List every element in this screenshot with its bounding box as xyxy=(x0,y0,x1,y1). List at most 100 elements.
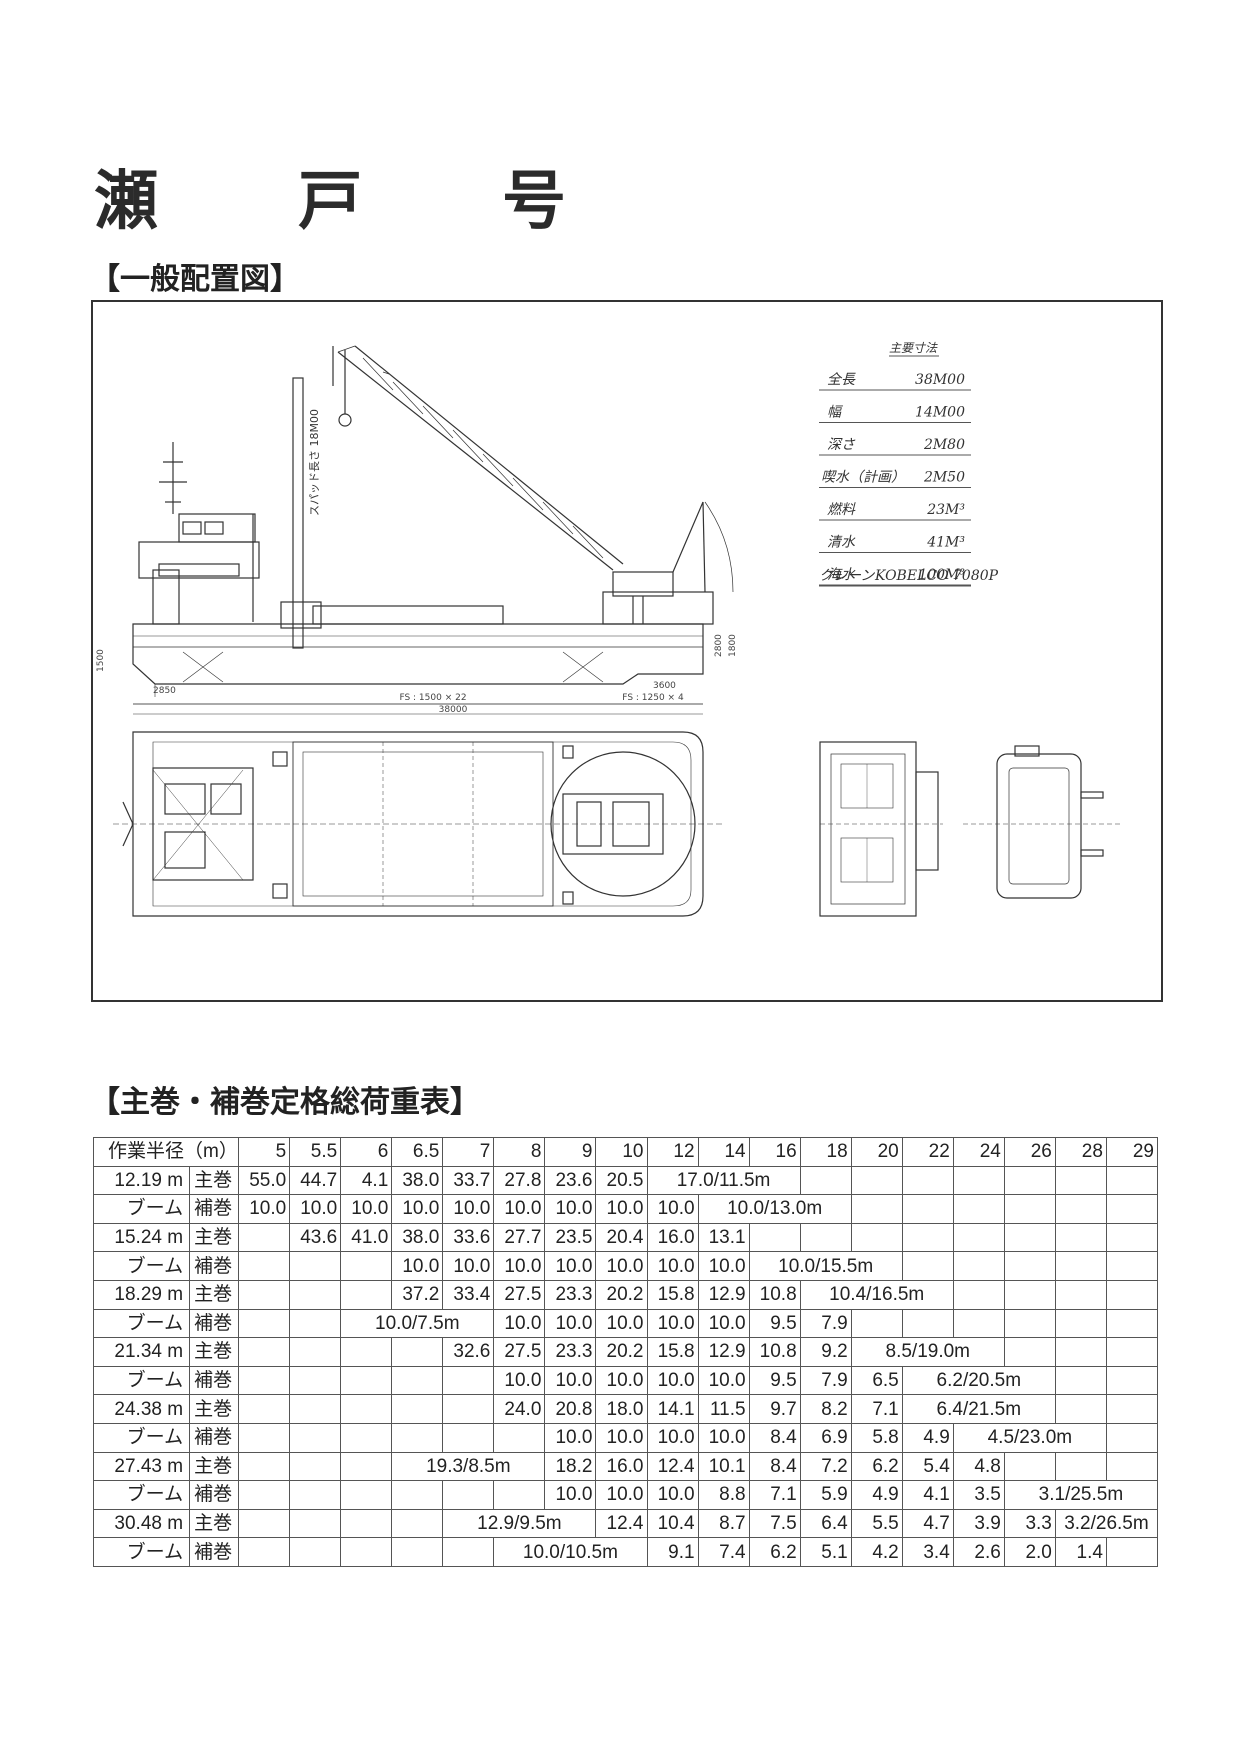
load-cell: 10.8 xyxy=(748,1337,801,1367)
load-cell: 8.2 xyxy=(799,1394,852,1424)
radius-header: 10 xyxy=(595,1137,648,1167)
load-cell xyxy=(1054,1279,1107,1310)
load-cell: 6.4/21.5m xyxy=(901,1394,1056,1424)
load-cell xyxy=(442,1365,495,1396)
boom-length-label: 15.24 m xyxy=(92,1222,191,1253)
hoist-kind-label: 主巻 xyxy=(189,1451,240,1482)
load-cell: 3.4 xyxy=(901,1537,954,1567)
load-cell xyxy=(340,1480,393,1510)
load-cell: 41.0 xyxy=(340,1222,393,1253)
load-cell xyxy=(391,1508,444,1539)
load-cell: 12.4 xyxy=(646,1451,699,1482)
load-cell xyxy=(340,1422,393,1453)
load-cell xyxy=(1105,1394,1159,1424)
load-cell: 10.0 xyxy=(697,1251,750,1281)
load-cell: 43.6 xyxy=(289,1222,342,1253)
load-cell xyxy=(1003,1165,1056,1196)
load-cell xyxy=(340,1337,393,1367)
load-cell xyxy=(1003,1251,1056,1281)
load-cell xyxy=(901,1251,954,1281)
load-cell xyxy=(493,1422,546,1453)
load-cell xyxy=(442,1394,495,1424)
section-heading-table: 【主巻・補巻定格総荷重表】 xyxy=(90,1085,480,1120)
load-cell xyxy=(1105,1365,1159,1396)
load-cell: 8.5/19.0m xyxy=(850,1337,1005,1367)
dim-label: 燃料 xyxy=(827,502,856,518)
load-cell: 7.2 xyxy=(799,1451,852,1482)
load-cell xyxy=(1054,1337,1107,1367)
load-cell xyxy=(238,1365,291,1396)
boom-length-label: ブーム xyxy=(92,1308,191,1339)
hoist-kind-label: 主巻 xyxy=(189,1279,240,1310)
load-cell: 23.5 xyxy=(544,1222,597,1253)
hoist-kind-label: 補巻 xyxy=(189,1251,240,1281)
load-cell: 1.4 xyxy=(1054,1537,1107,1567)
load-cell: 23.3 xyxy=(544,1279,597,1310)
dim-value: 2M80 xyxy=(923,437,965,453)
boom-length-label: 12.19 m xyxy=(92,1165,191,1196)
load-cell: 10.0 xyxy=(646,1480,699,1510)
load-cell xyxy=(238,1537,291,1567)
load-cell xyxy=(340,1451,393,1482)
dim-label: 清水 xyxy=(827,535,856,551)
load-cell: 4.9 xyxy=(901,1422,954,1453)
load-cell xyxy=(1054,1194,1107,1224)
load-cell: 12.9 xyxy=(697,1279,750,1310)
load-cell xyxy=(952,1279,1005,1310)
load-cell: 10.0 xyxy=(697,1422,750,1453)
load-cell: 4.5/23.0m xyxy=(952,1422,1107,1453)
load-cell xyxy=(1105,1165,1159,1196)
radius-header: 8 xyxy=(493,1137,546,1167)
load-cell: 10.1 xyxy=(697,1451,750,1482)
load-cell: 6.2 xyxy=(850,1451,903,1482)
load-cell xyxy=(952,1194,1005,1224)
boom-length-label: ブーム xyxy=(92,1480,191,1510)
load-cell: 8.7 xyxy=(697,1508,750,1539)
load-cell: 10.0 xyxy=(595,1308,648,1339)
load-cell: 6.2 xyxy=(748,1537,801,1567)
hoist-kind-label: 主巻 xyxy=(189,1222,240,1253)
hoist-kind-label: 主巻 xyxy=(189,1337,240,1367)
load-cell xyxy=(1105,1451,1159,1482)
dims-heading: 主要寸法 xyxy=(889,341,938,355)
load-cell: 38.0 xyxy=(391,1222,444,1253)
load-cell: 2.0 xyxy=(1003,1537,1056,1567)
load-cell: 8.4 xyxy=(748,1422,801,1453)
side-elevation xyxy=(132,345,734,715)
load-cell: 27.5 xyxy=(493,1337,546,1367)
radius-header: 29 xyxy=(1105,1137,1159,1167)
load-cell: 20.4 xyxy=(595,1222,648,1253)
load-cell: 10.0 xyxy=(595,1422,648,1453)
load-cell: 20.2 xyxy=(595,1337,648,1367)
load-cell: 33.4 xyxy=(442,1279,495,1310)
load-cell xyxy=(1054,1308,1107,1339)
load-cell xyxy=(748,1222,801,1253)
load-cell xyxy=(850,1194,903,1224)
load-cell xyxy=(1054,1394,1107,1424)
load-cell: 10.0 xyxy=(646,1365,699,1396)
load-cell: 17.0/11.5m xyxy=(646,1165,801,1196)
load-cell: 24.0 xyxy=(493,1394,546,1424)
load-cell xyxy=(340,1394,393,1424)
load-cell xyxy=(238,1451,291,1482)
load-cell xyxy=(289,1537,342,1567)
load-cell: 20.2 xyxy=(595,1279,648,1310)
fs-note-1: FS : 1500 × 22 xyxy=(399,693,466,703)
load-cell: 10.0 xyxy=(646,1422,699,1453)
load-cell xyxy=(238,1308,291,1339)
total-length-note: 38000 xyxy=(439,705,468,715)
load-cell xyxy=(289,1394,342,1424)
load-cell: 3.5 xyxy=(952,1480,1005,1510)
load-cell xyxy=(391,1480,444,1510)
load-cell xyxy=(799,1165,852,1196)
load-cell: 3.3 xyxy=(1003,1508,1056,1539)
boom-length-label: 24.38 m xyxy=(92,1394,191,1424)
hoist-kind-label: 補巻 xyxy=(189,1480,240,1510)
load-cell xyxy=(1054,1365,1107,1396)
